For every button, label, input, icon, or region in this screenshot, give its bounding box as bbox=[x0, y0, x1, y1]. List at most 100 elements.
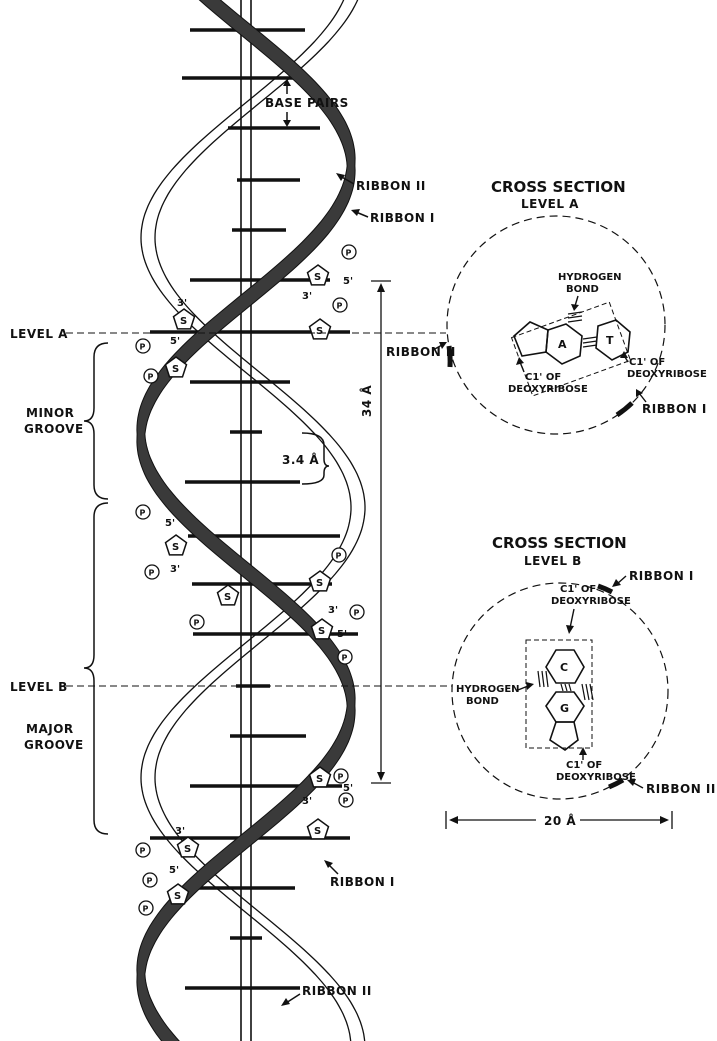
base-t-label: T bbox=[606, 334, 614, 347]
helix-axis bbox=[241, 0, 251, 1041]
sugar-group: S bbox=[308, 265, 329, 285]
strand-end-label: 5' bbox=[343, 783, 353, 794]
arrow-icon bbox=[579, 747, 587, 760]
minor-groove-label-1: MINOR bbox=[26, 406, 74, 420]
phosphate-group: P bbox=[332, 548, 346, 562]
phosphate-label: P bbox=[148, 373, 154, 382]
phosphate-group: P bbox=[334, 769, 348, 783]
cross-section-a-level: LEVEL A bbox=[521, 197, 579, 211]
phosphate-label: P bbox=[140, 847, 146, 856]
strand-end-label: 3' bbox=[177, 298, 187, 309]
arrow-icon bbox=[636, 389, 646, 402]
sugar-group: S bbox=[310, 319, 331, 339]
phosphate-label: P bbox=[147, 877, 153, 886]
level-b-line: LEVEL B bbox=[10, 680, 452, 694]
base-a-label: A bbox=[558, 338, 567, 351]
phosphate-group: P bbox=[342, 245, 356, 259]
phosphate-group: P bbox=[143, 873, 157, 887]
sugar-label: S bbox=[174, 891, 181, 902]
strand-end-label: 5' bbox=[337, 629, 347, 640]
ribbon-2-label-b: RIBBON II bbox=[646, 782, 716, 796]
phosphate-group: P bbox=[145, 565, 159, 579]
hydrogen-bonds-b bbox=[538, 671, 593, 700]
hydrogen-label-b2: BOND bbox=[466, 696, 499, 707]
sugar-label: S bbox=[224, 592, 231, 603]
phosphate-group: P bbox=[136, 843, 150, 857]
sugar-group: S bbox=[166, 535, 187, 555]
cross-section-b-title: CROSS SECTION bbox=[492, 534, 627, 552]
phosphate-label: P bbox=[337, 302, 343, 311]
arrow-icon bbox=[351, 209, 368, 217]
phosphate-label: P bbox=[140, 509, 146, 518]
sugar-label: S bbox=[316, 774, 323, 785]
hydrogen-label-a2: BOND bbox=[566, 284, 599, 295]
width-label: 20 Å bbox=[544, 813, 576, 828]
c1-label-a-right-2: DEOXYRIBOSE bbox=[627, 369, 707, 380]
ribbon-1-label-a: RIBBON I bbox=[642, 402, 707, 416]
hydrogen-label-a1: HYDROGEN bbox=[558, 272, 622, 283]
cross-section-b-level: LEVEL B bbox=[524, 554, 582, 568]
ribbon-1-label-upper: RIBBON I bbox=[370, 211, 435, 225]
c1-label-b-top-2: DEOXYRIBOSE bbox=[551, 596, 631, 607]
phosphate-group: P bbox=[350, 605, 364, 619]
phosphate-label: P bbox=[149, 569, 155, 578]
sugar-group: S bbox=[308, 819, 329, 839]
phosphate-label: P bbox=[343, 797, 349, 806]
major-groove-brace bbox=[84, 503, 108, 834]
sugar-label: S bbox=[172, 542, 179, 553]
c1-label-b-top-1: C1' OF bbox=[560, 584, 596, 595]
sugar-label: S bbox=[316, 578, 323, 589]
base-g-label: G bbox=[560, 702, 569, 715]
phosphate-label: P bbox=[336, 552, 342, 561]
rise-label: 3.4 Å bbox=[282, 452, 319, 467]
c1-label-a-left-1: C1' OF bbox=[525, 372, 561, 383]
sugar-group: S bbox=[178, 837, 199, 857]
strand-end-label: 3' bbox=[328, 605, 338, 616]
sugar-label: S bbox=[180, 316, 187, 327]
strand-end-label: 5' bbox=[165, 518, 175, 529]
phosphate-group: P bbox=[136, 339, 150, 353]
level-a-label: LEVEL A bbox=[10, 327, 68, 341]
phosphate-group: P bbox=[333, 298, 347, 312]
strand-end-label: 3' bbox=[170, 564, 180, 575]
sugar-group: S bbox=[310, 571, 331, 591]
phosphate-label: P bbox=[194, 619, 200, 628]
arrow-icon bbox=[612, 576, 626, 587]
sugar-label: S bbox=[318, 626, 325, 637]
phosphate-label: P bbox=[346, 249, 352, 258]
sugar-group: S bbox=[218, 585, 239, 605]
strand-end-label: 5' bbox=[170, 336, 180, 347]
sugar-label: S bbox=[314, 272, 321, 283]
phosphate-group: P bbox=[144, 369, 158, 383]
arrow-icon bbox=[566, 609, 574, 634]
phosphate-label: P bbox=[338, 773, 344, 782]
ribbon-1-label-b: RIBBON I bbox=[629, 569, 694, 583]
minor-groove-brace bbox=[84, 343, 108, 499]
arrow-icon bbox=[516, 357, 524, 372]
ribbon-2-label-lower: RIBBON II bbox=[302, 984, 372, 998]
phosphate-label: P bbox=[140, 343, 146, 352]
phosphate-group: P bbox=[136, 505, 150, 519]
strand-end-label: 3' bbox=[302, 291, 312, 302]
phosphate-label: P bbox=[143, 905, 149, 914]
strand-end-label: 3' bbox=[175, 826, 185, 837]
c1-label-b-bottom-2: DEOXYRIBOSE bbox=[556, 772, 636, 783]
arrow-icon bbox=[627, 779, 643, 788]
phosphate-label: P bbox=[354, 609, 360, 618]
c1-label-b-bottom-1: C1' OF bbox=[566, 760, 602, 771]
ribbon-i-marker bbox=[617, 403, 632, 415]
arrow-icon bbox=[281, 994, 300, 1006]
strand-end-label: 5' bbox=[343, 276, 353, 287]
phosphate-group: P bbox=[190, 615, 204, 629]
sugar-label: S bbox=[314, 826, 321, 837]
rise-bracket: 3.4 Å bbox=[282, 433, 329, 484]
arrow-icon bbox=[324, 860, 338, 874]
minor-groove-label-2: GROOVE bbox=[24, 422, 84, 436]
c1-label-a-left-2: DEOXYRIBOSE bbox=[508, 384, 588, 395]
c1-label-a-right-1: C1' OF bbox=[629, 357, 665, 368]
cross-section-a-title: CROSS SECTION bbox=[491, 178, 626, 196]
phosphate-group: P bbox=[339, 793, 353, 807]
major-groove-label-2: GROOVE bbox=[24, 738, 84, 752]
sugar-label: S bbox=[172, 364, 179, 375]
